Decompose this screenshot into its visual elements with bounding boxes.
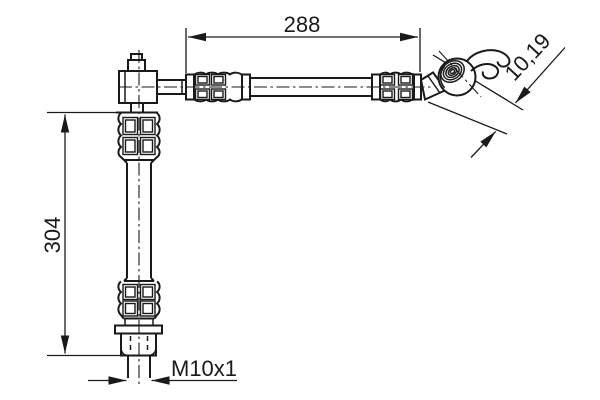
- extension-line: [474, 80, 524, 111]
- banjo-clip: [466, 49, 511, 80]
- crimp-sleeve-left-lower: [117, 277, 161, 326]
- extension-line: [427, 101, 508, 135]
- hose-vertical: [126, 163, 152, 278]
- centerline-banjo: [438, 50, 482, 98]
- center-lines: [119, 50, 482, 386]
- dimension-side-length: 304: [40, 111, 122, 357]
- banjo-fitting: [437, 49, 511, 97]
- banjo-thread-spiral: [440, 59, 465, 84]
- banjo-neck: [419, 71, 448, 101]
- side-length-dimension-label: 304: [40, 217, 65, 254]
- threaded-stud: [127, 355, 151, 378]
- dimension-thread-size: M10x1: [88, 356, 237, 385]
- crimp-sleeve-left-upper: [116, 111, 161, 164]
- top-length-dimension-label: 288: [284, 12, 321, 37]
- thread-size-label: M10x1: [171, 356, 237, 381]
- hose-horizontal: [250, 77, 372, 97]
- extension-line: [432, 54, 446, 64]
- dimension-top-length: 288: [185, 12, 421, 73]
- elbow-fitting: [118, 53, 158, 113]
